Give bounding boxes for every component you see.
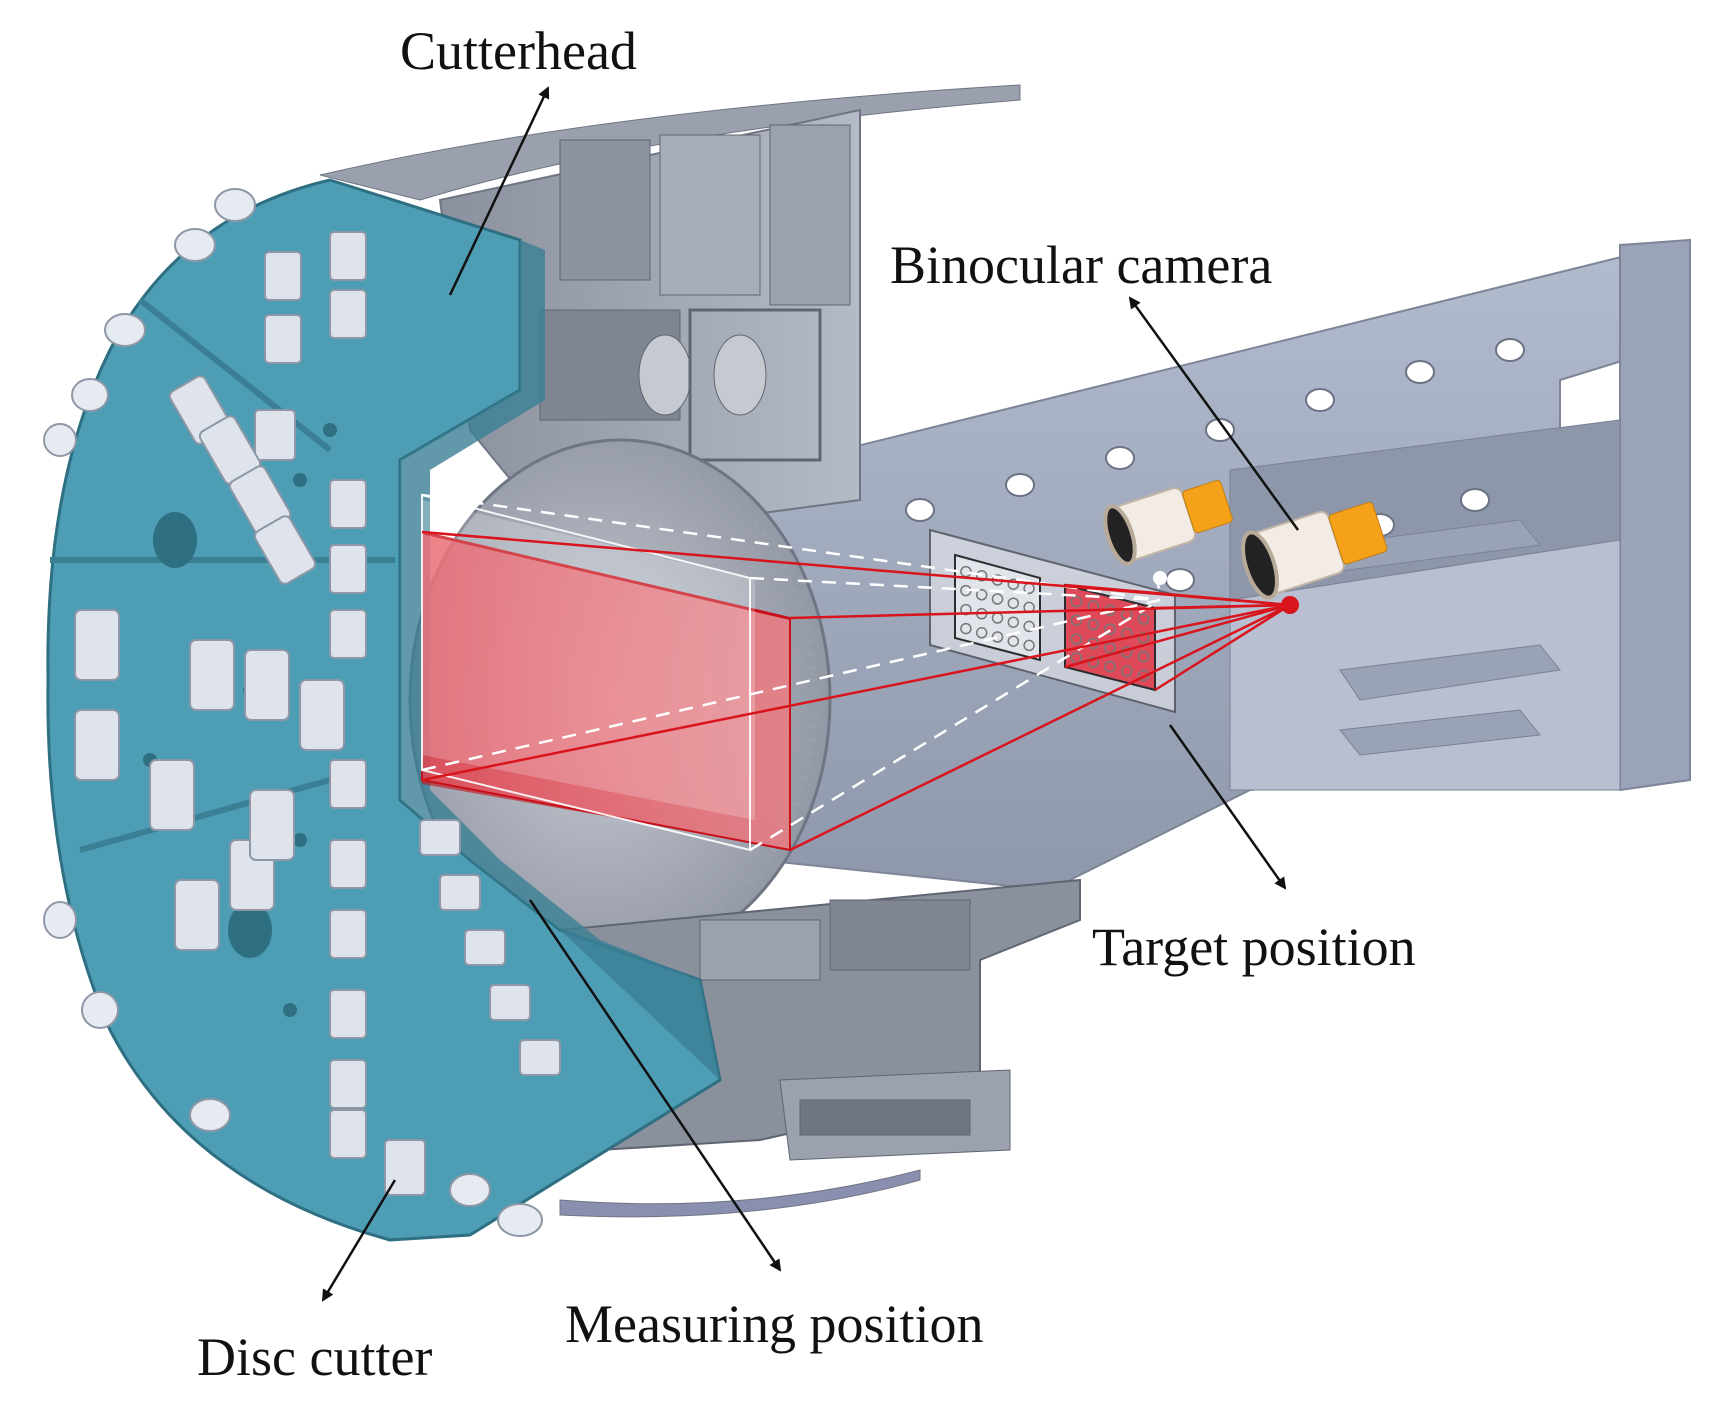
target-dot (975, 570, 988, 582)
target-dot (1007, 616, 1020, 628)
target-dot (1070, 614, 1083, 627)
cutterhead-label: Cutterhead (400, 21, 637, 81)
target-dot (1121, 665, 1133, 677)
disc-cutter-label: Disc cutter (197, 1327, 433, 1387)
target-dot (1104, 642, 1116, 654)
target-dot (1070, 595, 1083, 608)
binocular-camera-arrow (1128, 296, 1300, 531)
shield-housing (319, 84, 1081, 1218)
target-dot (975, 589, 988, 601)
camera-rays (421, 493, 1299, 852)
target-dot (975, 627, 988, 639)
target-dot (1007, 635, 1020, 647)
disc-cutter-arrow (321, 1179, 397, 1302)
target-dot (1007, 578, 1020, 590)
measuring-position-arrow (528, 899, 782, 1272)
target-dot (1070, 633, 1083, 645)
target-dot (991, 631, 1004, 643)
camera-icon (1241, 501, 1388, 600)
target-dot (1007, 597, 1020, 609)
cutterhead-arrow (448, 86, 550, 296)
target-dot (960, 622, 972, 635)
target-dot (1137, 632, 1150, 644)
focal-point-right-dot-icon (1281, 596, 1299, 614)
target-position-arrow (1168, 724, 1287, 890)
callout-arrows (321, 86, 1300, 1302)
target-dot (1137, 613, 1150, 625)
target-dot (1023, 620, 1035, 633)
target-dot (991, 593, 1004, 605)
binocular-camera-label: Binocular camera (890, 235, 1273, 295)
target-dot (1137, 650, 1150, 663)
gauge-cutters (43, 188, 543, 1237)
camera-icon (1103, 480, 1233, 566)
target-dot (1023, 639, 1035, 652)
target-dot (1087, 656, 1099, 668)
main-beam (759, 238, 1691, 892)
target-dot (1104, 623, 1116, 635)
measuring-position-label: Measuring position (565, 1294, 984, 1354)
target-dot (1104, 660, 1116, 673)
focal-point-left-dot-icon (1153, 571, 1167, 585)
disc-cutters (74, 231, 561, 1196)
target-position-label: Target position (1092, 917, 1416, 977)
target-dot (1087, 618, 1099, 631)
